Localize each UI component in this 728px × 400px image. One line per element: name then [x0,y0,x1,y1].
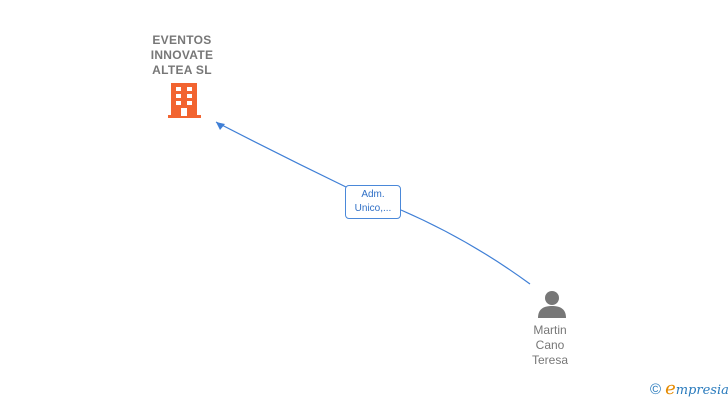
person-icon[interactable] [537,289,567,319]
edge-role-label[interactable]: Adm. Unico,... [345,185,401,219]
arrow-head-icon [216,122,225,130]
copyright-icon: © [650,381,662,398]
building-icon[interactable] [168,83,201,119]
company-name[interactable]: EVENTOS INNOVATE ALTEA SL [150,33,214,77]
person-name[interactable]: Martin Cano Teresa [531,323,569,367]
empresia-logo: ©empresia [650,378,728,399]
